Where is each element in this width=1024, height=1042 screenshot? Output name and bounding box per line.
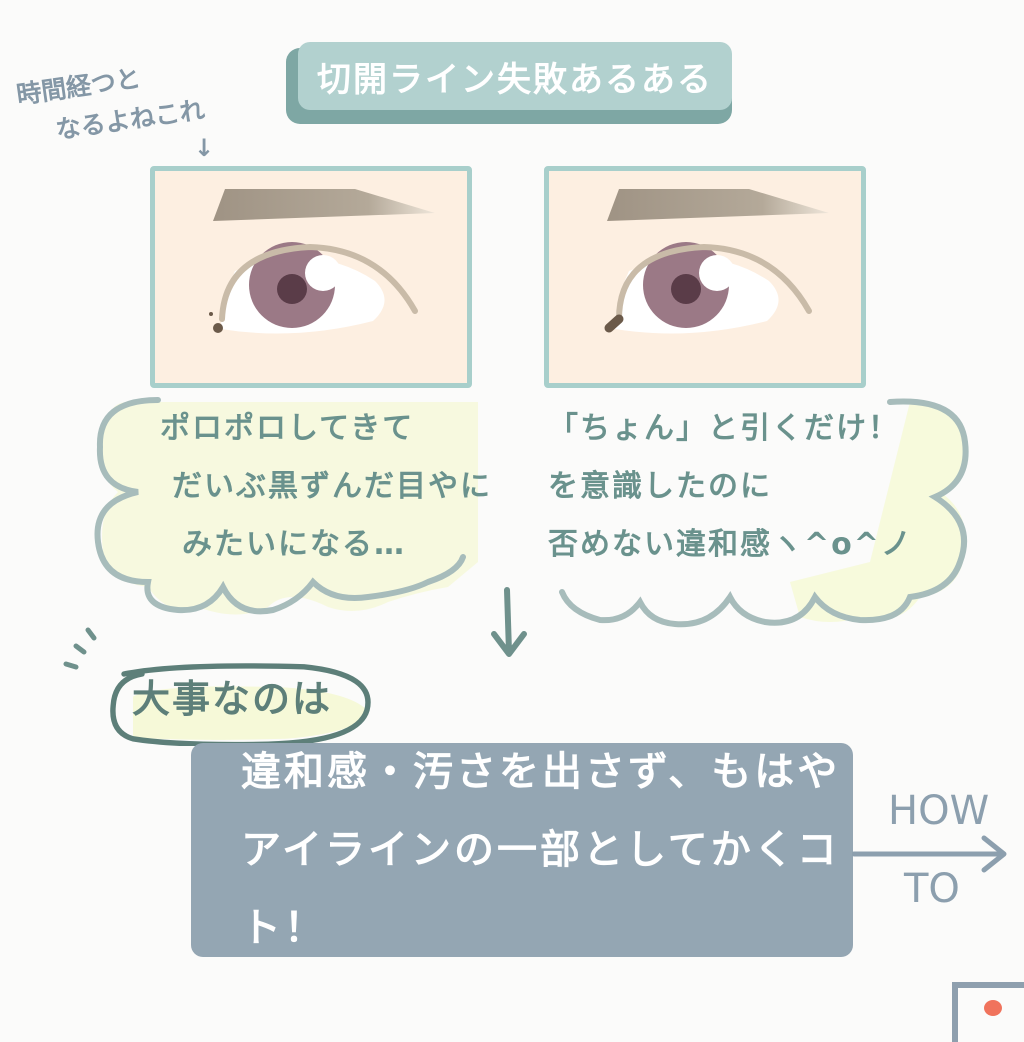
speech-cloud-right (559, 398, 969, 628)
cloud-left-text: ポロポロしてきて だいぶ黒ずんだ目やに みたいになる… (160, 400, 492, 574)
cloud-left-line: みたいになる… (182, 527, 406, 562)
side-note: 時間経つと なるよねこれ (14, 41, 273, 155)
howto-top-text: HOW (888, 788, 990, 834)
right-arrow-icon (852, 835, 1007, 873)
cloud-right-line: 「ちょん」と引くだけ！ (548, 411, 900, 446)
eye-illustration-right-icon (604, 189, 829, 334)
cloud-left-line: ポロポロしてきて (160, 411, 415, 446)
key-message-line1: 違和感・汚さを出さず、もはや (241, 749, 841, 795)
important-label-bubble (110, 663, 371, 746)
key-message-box: 違和感・汚さを出さず、もはや アイラインの一部としてかくコト！ (191, 743, 853, 957)
eye-illustration-left-icon (209, 189, 435, 334)
howto-bottom-text: TO (904, 866, 960, 912)
eye-panel-left (150, 166, 472, 388)
cloud-right-text: 「ちょん」と引くだけ！ を意識したのに 否めない違和感ヽ^o^ノ (548, 400, 913, 574)
cloud-right-line: を意識したのに (548, 469, 772, 504)
next-panel-corner (952, 982, 1024, 1042)
red-dot-icon (984, 1000, 1002, 1016)
speech-cloud-left (94, 397, 478, 615)
side-note-arrow-icon: ↓ (194, 134, 215, 162)
cloud-left-line: だいぶ黒ずんだ目やに (172, 469, 492, 504)
important-label-text: 大事なのは (132, 677, 333, 721)
title-banner: 切開ライン失敗あるある (298, 42, 732, 110)
cloud-right-line: 否めない違和感ヽ^o^ノ (548, 527, 913, 562)
eye-panel-right (544, 166, 866, 388)
down-arrow-icon (491, 587, 527, 657)
key-message-line2: アイラインの一部としてかくコト！ (241, 827, 840, 951)
title-text: 切開ライン失敗あるある (317, 59, 713, 100)
emphasis-marks-icon (63, 627, 97, 670)
